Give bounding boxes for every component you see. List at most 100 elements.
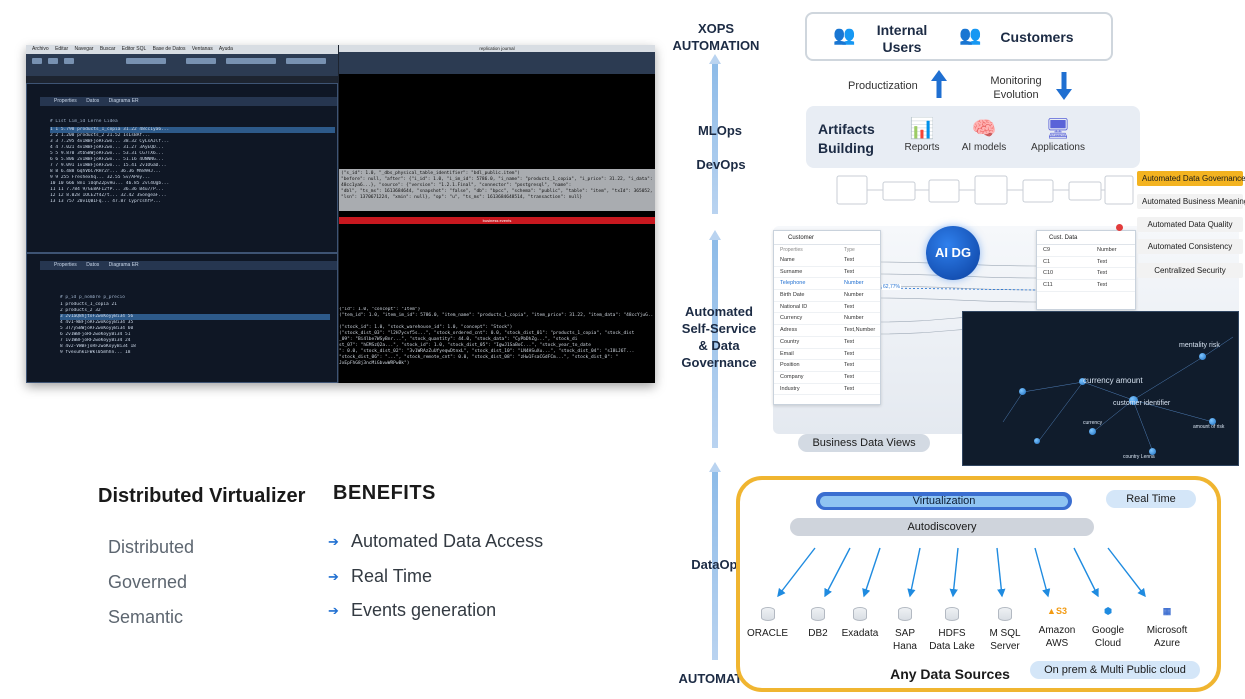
graph-edges	[1002, 336, 1234, 453]
graph-node[interactable]	[1209, 418, 1216, 425]
menu-item[interactable]: Archivo	[32, 46, 49, 52]
tab-er-diagram[interactable]: Diagrama ER	[108, 98, 139, 104]
menu-item[interactable]: Ventanas	[191, 46, 213, 52]
lane-label-self-service: Automated Self-Service & Data Governance	[681, 304, 757, 370]
table-row[interactable]: 8 8 6.488 6qhVbC7RHr2r... 36.36 Mh89HJ..…	[50, 169, 162, 174]
tab-data[interactable]: Datos	[86, 262, 100, 268]
menu-item[interactable]: Editor SQL	[121, 46, 147, 52]
graph-node[interactable]	[1129, 396, 1138, 405]
source-label: ORACLE	[746, 628, 789, 639]
table-row[interactable]: 9 fvexuhk1FWkl05mhhn... 18	[60, 350, 131, 355]
table-row[interactable]: 3 2v1aQ8hjtoF2woKoyyBi34 56	[60, 314, 330, 320]
grid-header: # p_id p_nombre p_precio	[60, 295, 126, 300]
table-row[interactable]: 2 products_2 32	[60, 308, 101, 313]
table-row[interactable]: 12 12 8.028 1OCE2f4Z/t... 32.42 3SongeaF…	[50, 193, 167, 198]
catalog-type: Text	[844, 362, 855, 369]
table-row[interactable]: 1 products_1_copia 21	[60, 302, 117, 307]
table-row[interactable]: 7 7 9.091 1v1WBFjoRF2wo... 15.41 2v1OGaD…	[50, 163, 167, 168]
arrow-right-icon: ➔	[328, 533, 339, 549]
menu-item[interactable]: Buscar	[99, 46, 116, 52]
source-db2: DB2	[798, 607, 838, 640]
table-row[interactable]: 5 3T/ySBWjoRF2woKoyyBi34 60	[60, 326, 134, 331]
catalog-type: Text	[1097, 258, 1108, 265]
table-row[interactable]: 2 2 1.200 products_2 21.52 1sLsBAf...	[50, 133, 151, 138]
source-label: M SQL Server	[989, 628, 1021, 652]
toolbar-combo[interactable]	[286, 58, 326, 64]
dv-item: Governed	[108, 572, 188, 592]
tab-data[interactable]: Datos	[86, 98, 100, 104]
source-label: Google Cloud	[1091, 625, 1125, 649]
grid-header: # List Lim_id Lerne Lidea	[50, 119, 118, 124]
toolbar-button[interactable]	[64, 58, 74, 64]
lane-label-mlops: MLOps	[697, 123, 743, 138]
table-row[interactable]: 9 9 255 Freshexhq... 32.55 Sv/APey...	[50, 175, 151, 180]
graph-node[interactable]	[1149, 448, 1156, 455]
users-group-icon: 👥	[959, 25, 982, 45]
table-row[interactable]: 6 2v1WBFjoRF2woKoyyBi34 51	[60, 332, 131, 337]
table-row[interactable]: 7 1v1WBFjoRF2woKoyyBi34 24	[60, 338, 131, 343]
match-percentage: 62,77%	[882, 284, 901, 290]
bar-chart-icon: 📊	[909, 118, 935, 140]
toolbar-button[interactable]	[32, 58, 42, 64]
table-row[interactable]: 1 1 5.790 products_1_copia 31.22 48cc1ya…	[50, 127, 335, 133]
toolbar-button[interactable]	[48, 58, 58, 64]
catalog-prop: Industry	[780, 385, 800, 392]
menu-bar: Archivo Editar Navegar Buscar Editor SQL…	[26, 45, 338, 54]
graph-node[interactable]	[1019, 388, 1026, 395]
menu-item[interactable]: Navegar	[74, 46, 94, 52]
benefit-label: Real Time	[351, 566, 433, 586]
source-arrows	[777, 547, 1146, 598]
tab-properties[interactable]: Properties	[54, 98, 77, 104]
top-tab-bar: Properties Datos Diagrama ER	[40, 97, 337, 106]
benefit-item: ➔ Automated Data Access	[328, 531, 543, 552]
app-window-icon: 🖥	[1045, 118, 1071, 140]
source-label: HDFS Data Lake	[929, 628, 975, 652]
gov-tag: Automated Consistency	[1137, 239, 1243, 254]
source-label: Microsoft Azure	[1146, 625, 1188, 649]
benefit-label: Automated Data Access	[351, 531, 544, 551]
table-row[interactable]: 3 3 7.295 4v1WBFjoRF2wo... 38.32 CyLsAJl…	[50, 139, 170, 144]
table-row[interactable]: 5 5 9.870 3tbSBWjoRF2wo... 53.31 CG7TX6.…	[50, 151, 164, 156]
table-row[interactable]: 4 4 7.021 4v1WBFjoRF2wo... 31.27 3AyEQD.…	[50, 145, 164, 150]
tab-er-diagram[interactable]: Diagrama ER	[108, 262, 139, 268]
table-row[interactable]: 8 4v2-VWBFjoRF2woKoyyBi34 18	[60, 344, 136, 349]
graph-label: currency	[1083, 420, 1103, 426]
graph-node[interactable]	[1089, 428, 1096, 435]
menu-item[interactable]: Ayuda	[218, 46, 233, 52]
menu-item[interactable]: Base de Datos	[152, 46, 186, 52]
toolbar-combo[interactable]	[186, 58, 216, 64]
source-label: Amazon AWS	[1038, 625, 1076, 649]
business-event-log: {"id": 1.0, "concept": "Item"} ("tem_id"…	[339, 307, 654, 366]
toolbar-combo[interactable]	[226, 58, 276, 64]
menu-item[interactable]: Editar	[55, 46, 69, 52]
graph-node[interactable]	[1199, 353, 1206, 360]
graph-node[interactable]	[1034, 438, 1040, 444]
table-row[interactable]: 4 4v1-WBFjoRF2woKoyyBi34 35	[60, 320, 134, 325]
catalog-prop: Country	[780, 338, 800, 345]
table-row[interactable]: 6 6 5.806 2v1WBFjoRF2wo... 51.16 4UNNNG.…	[50, 157, 164, 162]
table-row[interactable]: 13 13 757 20v1QBIFq... 47.87 CyprcshfP..…	[50, 199, 162, 204]
table-row[interactable]: 11 11 7.784 9/GE8AFI2fP... 36.36 B4u7/P.…	[50, 187, 164, 192]
internal-users-label: Internal Users	[876, 22, 928, 55]
graph-node[interactable]	[1079, 378, 1086, 385]
source-label: Exadata	[841, 628, 879, 639]
table-row[interactable]: 10 10 666 8n1 iUqhZ2pvHu... 46.85 2vl4Ug…	[50, 181, 170, 186]
tab-properties[interactable]: Properties	[54, 262, 77, 268]
toolbar-combo[interactable]	[126, 58, 166, 64]
